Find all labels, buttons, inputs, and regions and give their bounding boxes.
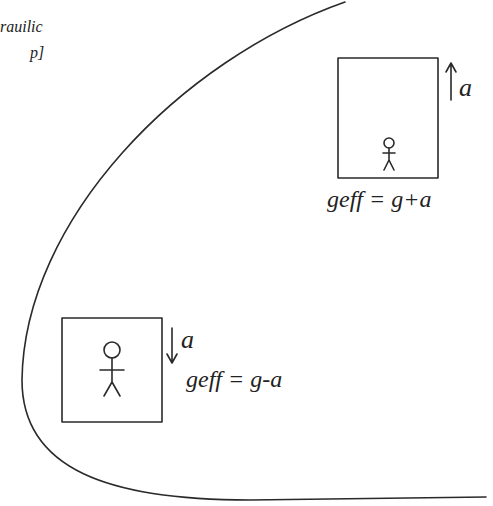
partial-note: rauilic — [0, 18, 43, 36]
effective-gravity: geff = g-a — [186, 366, 282, 392]
acceleration-label: a — [181, 326, 194, 355]
elevator-box — [338, 58, 438, 178]
stick-figure — [100, 342, 124, 396]
effective-gravity: geff = g+a — [327, 186, 431, 212]
region-outline — [22, 2, 486, 500]
partial-note: p] — [30, 44, 44, 62]
elevator-box — [62, 318, 162, 422]
acceleration-arrow — [167, 328, 177, 363]
stick-figure — [383, 138, 395, 170]
acceleration-arrow — [446, 63, 456, 100]
acceleration-label: a — [459, 74, 472, 103]
